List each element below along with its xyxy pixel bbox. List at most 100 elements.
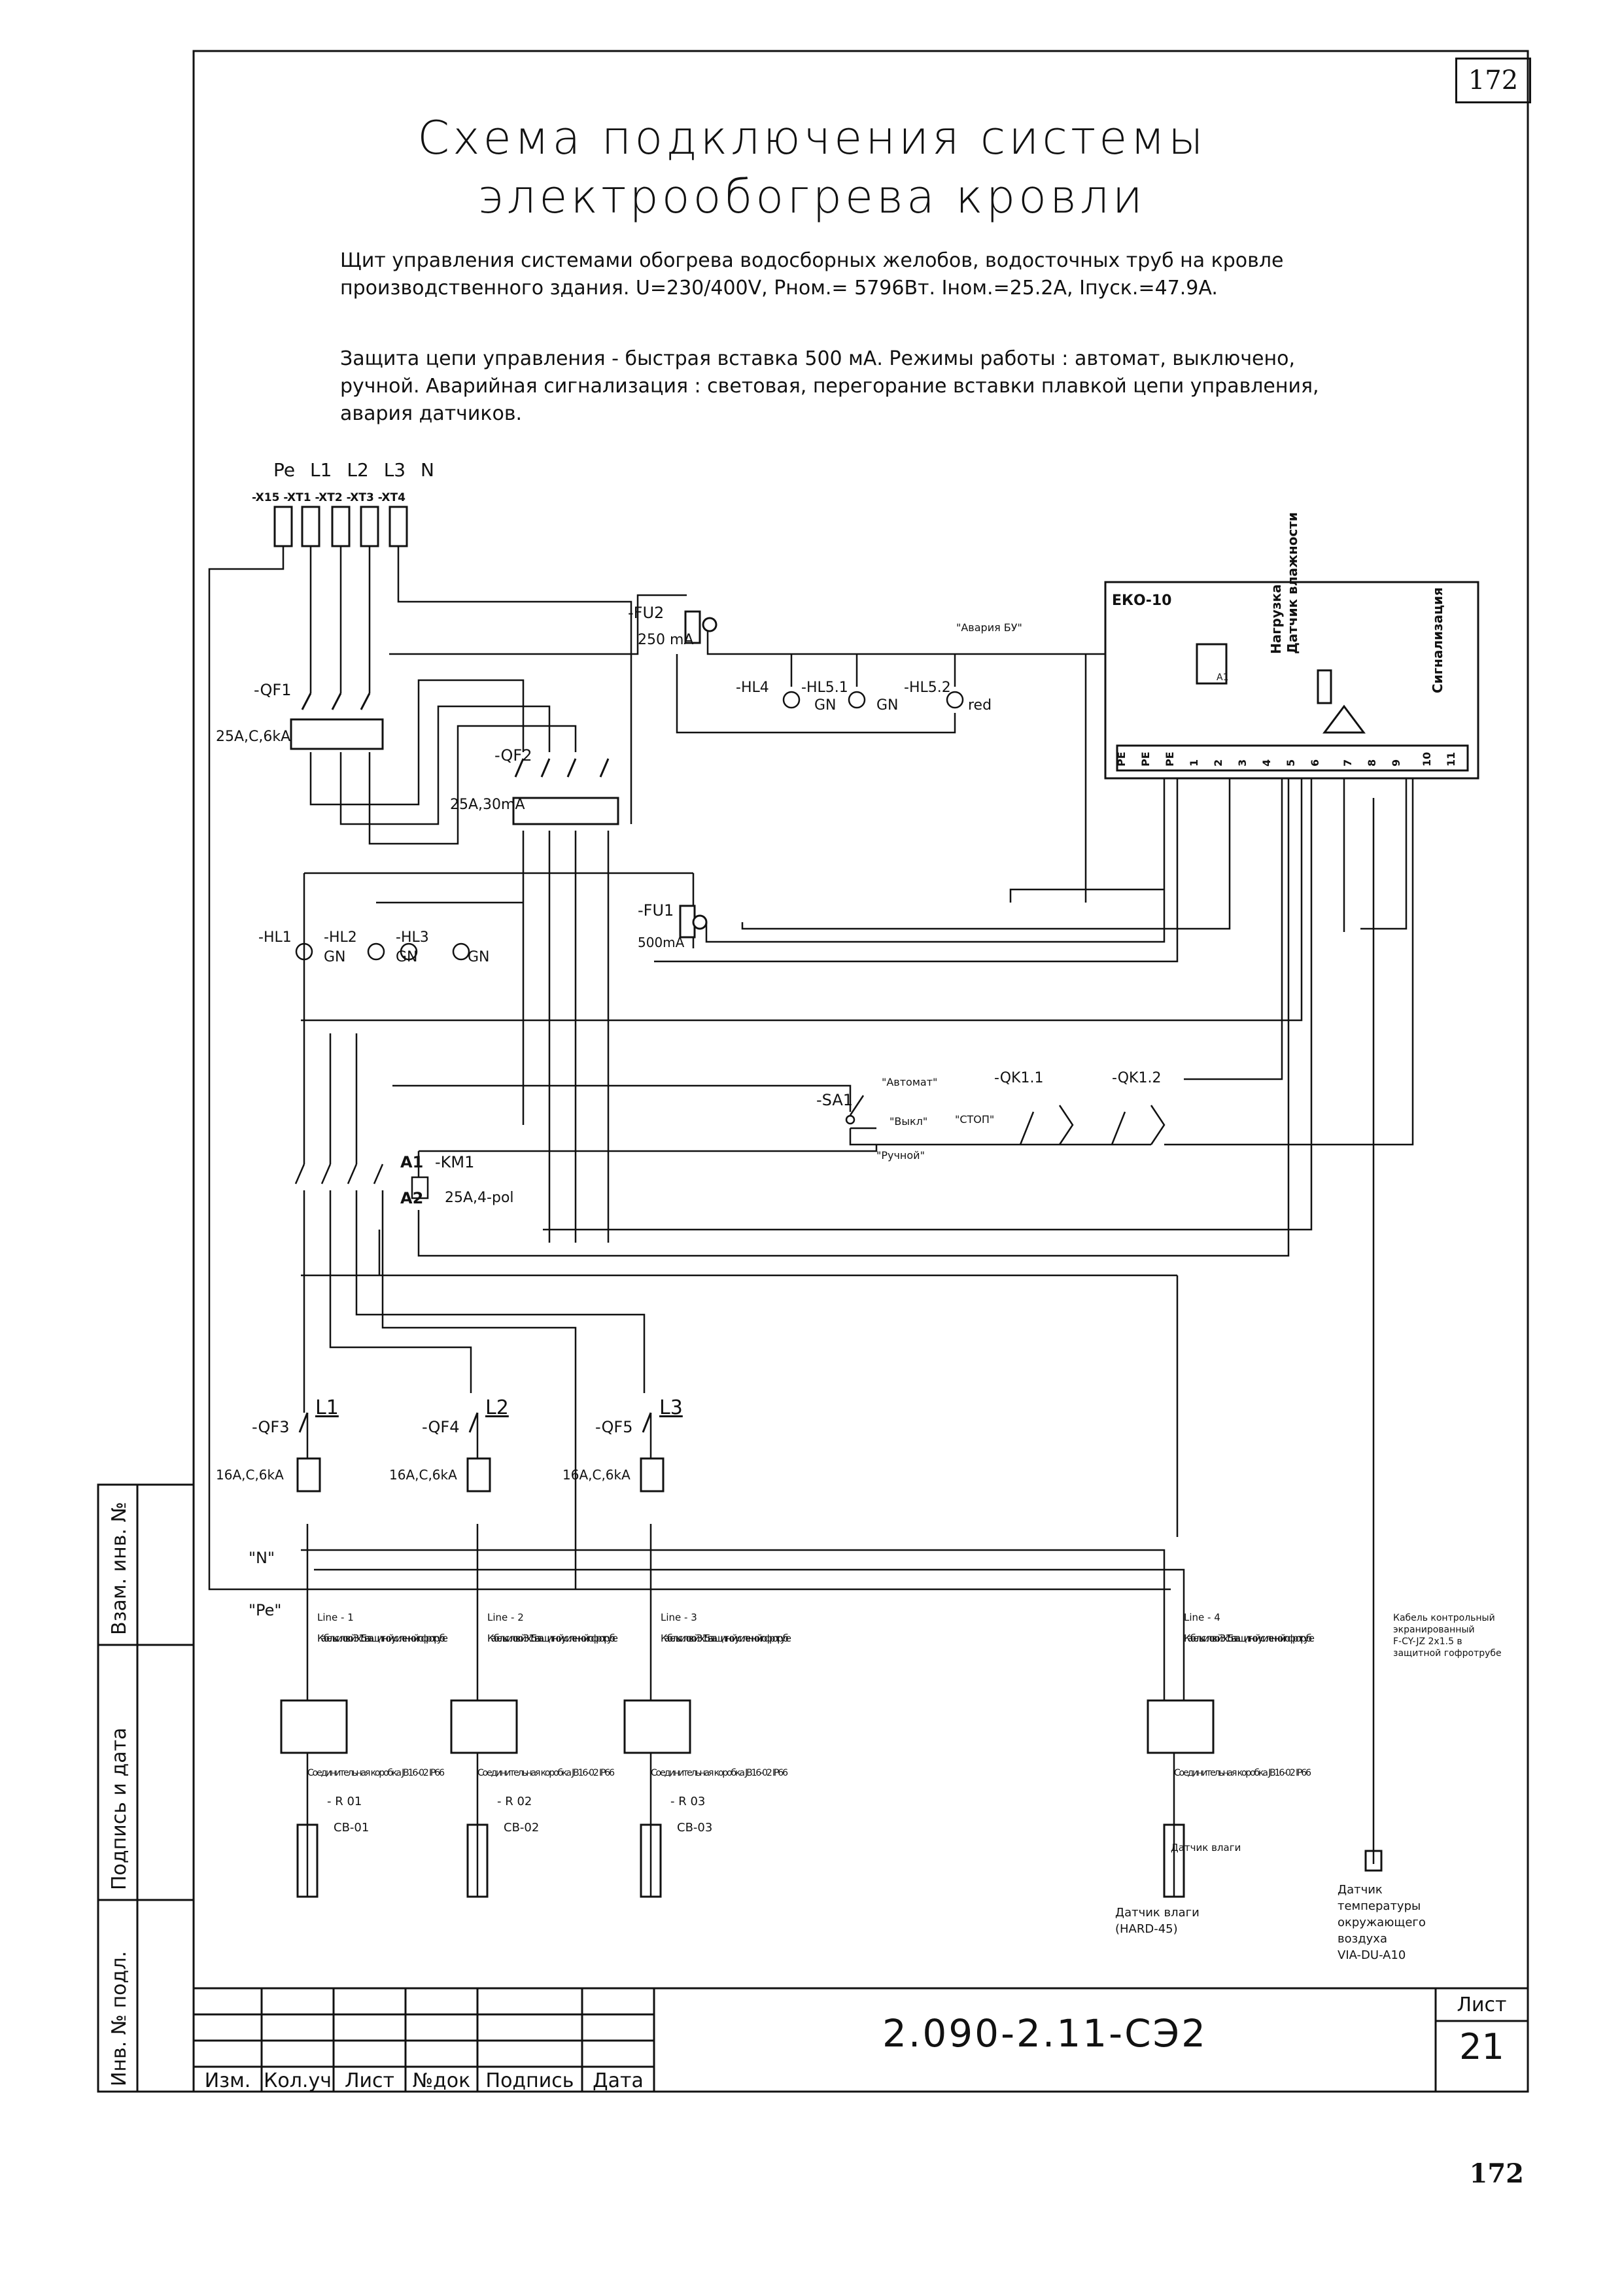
terminal-label-l2: L2 bbox=[347, 459, 368, 481]
sheet-label: Лист bbox=[1457, 1993, 1507, 2016]
line3-r: - R 03 bbox=[670, 1795, 705, 1808]
controller-terminal-pe3: PE bbox=[1164, 751, 1176, 767]
col-list: Лист bbox=[344, 2069, 395, 2092]
hl2-label: -HL2 bbox=[324, 929, 357, 946]
line3-box: Соединительная коробка JB16-02 IP66 bbox=[651, 1768, 788, 1778]
col-data: Дата bbox=[593, 2069, 644, 2092]
title-block bbox=[192, 1987, 1529, 2093]
line3-name: Line - 3 bbox=[661, 1612, 697, 1623]
description-line-5: авария датчиков. bbox=[340, 402, 523, 425]
hl1-label: -HL1 bbox=[258, 929, 292, 946]
indicator-lamps-phase bbox=[295, 942, 470, 961]
qk12-label: -QK1.2 bbox=[1112, 1070, 1161, 1086]
line2-cb: СВ-02 bbox=[504, 1821, 539, 1835]
cable-descriptions: Кабель силовой 3х1.5 в защитной усиленно… bbox=[317, 1632, 1315, 1644]
controller-terminal-2: 2 bbox=[1212, 759, 1224, 767]
controller-terminal-10: 10 bbox=[1421, 752, 1433, 767]
line2-box: Соединительная коробка JB16-02 IP66 bbox=[477, 1768, 615, 1778]
fu2-fuse bbox=[684, 610, 717, 644]
temp-sensor-line-5: VIA-DU-A10 bbox=[1338, 1948, 1406, 1962]
sa1-off-label: "Выкл" bbox=[890, 1115, 927, 1128]
page-title-line-1: Схема подключения системы bbox=[417, 111, 1207, 165]
km1-a2: A2 bbox=[400, 1189, 423, 1207]
heating-cable-labels: - R 01 - R 02 - R 03 СВ-01 СВ-02 СВ-03 bbox=[327, 1795, 712, 1835]
fu2-label: -FU2 bbox=[628, 604, 664, 622]
controller-eko10 bbox=[1104, 581, 1479, 780]
description-line-1: Щит управления системами обогрева водосб… bbox=[340, 249, 1284, 272]
terminal-block bbox=[273, 506, 408, 547]
page-number-top: 172 bbox=[1455, 58, 1531, 103]
side-label-vzam: Взам. инв. № bbox=[108, 1502, 131, 1635]
sa1-mode-switch bbox=[845, 1095, 865, 1125]
moisture-sensor-label: Датчик влаги bbox=[1115, 1906, 1200, 1920]
fu1-rating: 500mA bbox=[638, 935, 685, 950]
qf5-rating: 16A,C,6kA bbox=[562, 1467, 631, 1483]
controller-terminal-9: 9 bbox=[1390, 759, 1402, 767]
controller-terminal-11: 11 bbox=[1445, 752, 1457, 767]
qf5-label: -QF5 bbox=[595, 1418, 633, 1436]
controller-terminal-7: 7 bbox=[1341, 759, 1354, 767]
indicator-lamps-top bbox=[782, 691, 964, 709]
terminal-labels: Pe L1 L2 L3 N bbox=[273, 459, 434, 481]
page-number-bottom: 172 bbox=[1469, 2158, 1525, 2189]
branch-l2: L2 bbox=[485, 1396, 509, 1419]
controller-terminal-4: 4 bbox=[1260, 759, 1273, 767]
terminal-label-l3: L3 bbox=[384, 459, 406, 481]
moisture-sensor-model: (HARD-45) bbox=[1115, 1922, 1178, 1936]
km1-a1: A1 bbox=[400, 1153, 423, 1171]
hl2-color: GN bbox=[396, 949, 418, 965]
hl1-color: GN bbox=[324, 949, 346, 965]
qf4-label: -QF4 bbox=[422, 1418, 460, 1436]
controller-label-alarm: Сигнализация bbox=[1430, 587, 1445, 693]
qf3-label: -QF3 bbox=[252, 1418, 290, 1436]
line2-cable: Кабель силовой 3х1.5 в защитной усиленно… bbox=[487, 1632, 618, 1644]
branch-l3: L3 bbox=[659, 1396, 683, 1419]
qf1-label: -QF1 bbox=[254, 681, 292, 699]
description-line-3: Защита цепи управления - быстрая вставка… bbox=[340, 347, 1296, 370]
line1-box: Соединительная коробка JB16-02 IP66 bbox=[307, 1768, 445, 1778]
box-descriptions: Соединительная коробка JB16-02 IP66 Соед… bbox=[307, 1768, 1311, 1778]
wires bbox=[208, 546, 1414, 1897]
hl52-color: red bbox=[968, 697, 992, 714]
controller-terminal-1: 1 bbox=[1188, 759, 1200, 767]
hl4-color: GN bbox=[876, 697, 899, 714]
km1-rating: 25A,4-pol bbox=[445, 1190, 514, 1206]
controller-a1: A1 bbox=[1217, 672, 1228, 683]
col-kol-uch: Кол.уч bbox=[264, 2069, 332, 2092]
qf2-rcd bbox=[512, 758, 619, 825]
alarm-indicator-label: "Авария БУ" bbox=[956, 621, 1022, 634]
col-podpis: Подпись bbox=[485, 2069, 574, 2092]
line3-cb: СВ-03 bbox=[677, 1821, 712, 1835]
qf1-breaker bbox=[290, 693, 384, 750]
page-title-line-2: электрообогрева кровли bbox=[478, 170, 1146, 224]
hl3-label: -HL3 bbox=[396, 929, 429, 946]
control-cable-line-1: Кабель контрольный bbox=[1393, 1613, 1495, 1623]
controller-vertical-labels: Нагрузка Датчик влажности Сигнализация bbox=[1268, 512, 1445, 693]
qf3-rating: 16A,C,6kA bbox=[216, 1467, 284, 1483]
terminal-label-pe: Pe bbox=[273, 459, 295, 481]
line4-cable: Кабель силовой 3х1.5 в защитной усиленно… bbox=[1184, 1632, 1315, 1644]
temp-sensor-line-4: воздуха bbox=[1338, 1932, 1387, 1946]
line3-cable: Кабель силовой 3х1.5 в защитной усиленно… bbox=[661, 1632, 791, 1644]
side-label-podpis: Подпись и дата bbox=[108, 1727, 131, 1891]
line4-moisture-sensor: Датчик влаги bbox=[1171, 1842, 1241, 1854]
controller-name: ЕКО-10 bbox=[1112, 593, 1171, 609]
pe-bus-label: "Pe" bbox=[249, 1601, 281, 1619]
controller-label-humidity: Датчик влажности bbox=[1285, 512, 1300, 654]
temp-sensor-line-1: Датчик bbox=[1338, 1883, 1383, 1897]
line1-cable: Кабель силовой 3х1.5 в защитной усиленно… bbox=[317, 1632, 448, 1644]
sa1-auto-label: "Автомат" bbox=[882, 1076, 937, 1088]
sa1-label: -SA1 bbox=[816, 1091, 853, 1109]
hl3-color: GN bbox=[468, 949, 490, 965]
controller-label-load: Нагрузка bbox=[1268, 584, 1284, 654]
qf2-rating: 25A,30mA bbox=[450, 797, 525, 813]
controller-terminal-8: 8 bbox=[1366, 759, 1378, 767]
sensor-labels: Датчик влаги (HARD-45) Кабель контрольны… bbox=[1115, 1613, 1502, 1962]
line1-r: - R 01 bbox=[327, 1795, 362, 1808]
line4-name: Line - 4 bbox=[1184, 1612, 1220, 1623]
qf2-label: -QF2 bbox=[494, 746, 532, 765]
line-labels: Line - 1 Line - 2 Line - 3 Line - 4 Датч… bbox=[317, 1612, 1241, 1854]
controller-terminal-pe1: PE bbox=[1115, 751, 1128, 767]
qk11-label: -QK1.1 bbox=[994, 1070, 1043, 1086]
line4-box: Соединительная коробка JB16-02 IP66 bbox=[1174, 1768, 1311, 1778]
